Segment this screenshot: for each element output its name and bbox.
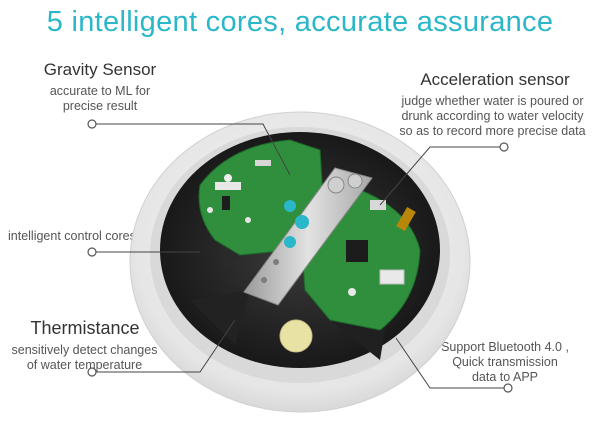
acceleration-leader [379,146,504,206]
gravity-endpoint [87,119,97,129]
thermistor-spot [279,319,313,353]
acceleration-sensor-title: Acceleration sensor [420,70,570,89]
bluetooth-desc-line2: Quick transmission [452,355,558,369]
control-endpoint [87,247,97,257]
acceleration-sensor-desc-line3: so as to record more precise data [399,124,586,138]
thermistance-desc-line2: of water temperature [26,358,143,372]
control-cores-label: intelligent control cores [8,229,136,243]
thermistance-desc-line1: sensitively detect changes [11,343,158,357]
gravity-leader [92,123,291,176]
acceleration-endpoint [499,142,509,152]
gravity-sensor-title: Gravity Sensor [43,60,157,79]
sensor-dots [284,200,309,248]
thermistance-title: Thermistance [30,318,140,338]
leader-endpoints [87,119,513,393]
gravity-sensor-desc-line1: accurate to ML for [49,84,151,98]
acceleration-sensor-desc-line2: drunk according to water velocity [401,109,584,123]
gravity-sensor-desc-line2: precise result [62,99,138,113]
acceleration-sensor-desc-line1: judge whether water is poured or [401,94,584,108]
bluetooth-desc-line3: data to APP [471,370,539,384]
thermistance-endpoint [87,367,97,377]
leader-lines [92,123,508,389]
bluetooth-desc-line1: Support Bluetooth 4.0 , [441,340,569,354]
thermistance-leader [92,319,236,373]
metal-bar [243,167,373,306]
bluetooth-endpoint [503,383,513,393]
headline: 5 intelligent cores, accurate assurance [46,6,554,38]
bluetooth-leader [395,337,508,389]
